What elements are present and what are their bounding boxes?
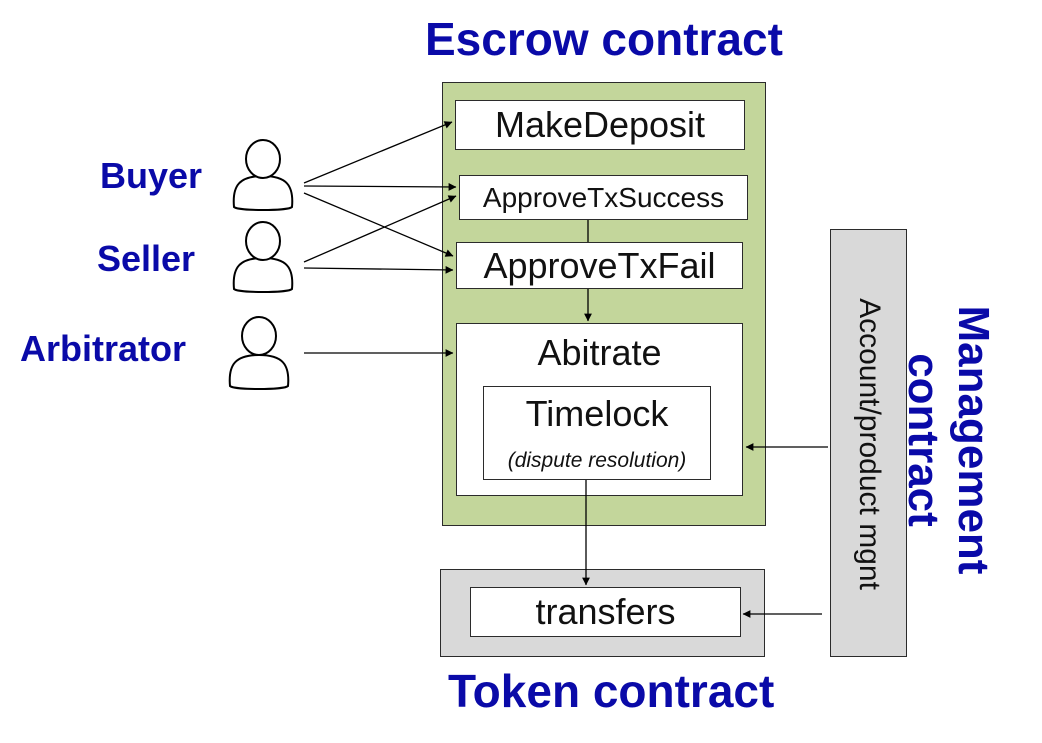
buyer-to-approvefail-arrow xyxy=(303,192,454,257)
seller-to-approvesuccess-arrow xyxy=(303,195,457,263)
buyer-to-makedeposit-arrow xyxy=(303,121,453,184)
approve-tx-success-box[interactable]: ApproveTxSuccess xyxy=(459,175,748,220)
escrow-contract-title: Escrow contract xyxy=(425,13,783,65)
arbitrator-label: Arbitrator xyxy=(20,328,187,369)
timelock-label: Timelock xyxy=(525,393,669,434)
seller-label: Seller xyxy=(97,238,196,279)
approve-tx-fail-box[interactable]: ApproveTxFail xyxy=(456,242,743,289)
timelock-box[interactable]: Timelock (dispute resolution) xyxy=(483,386,711,480)
transfers-box[interactable]: transfers xyxy=(470,587,741,637)
management-contract-box[interactable]: Account/product mgnt xyxy=(830,229,907,657)
buyer-label: Buyer xyxy=(100,155,203,196)
token-contract-title: Token contract xyxy=(448,665,775,717)
seller-to-approvefail-arrow xyxy=(303,266,454,274)
seller-person-icon xyxy=(232,221,294,293)
buyer-person-icon xyxy=(232,139,294,211)
timelock-note: (dispute resolution) xyxy=(507,449,687,472)
buyer-to-approvesuccess-arrow xyxy=(303,183,457,191)
make-deposit-box[interactable]: MakeDeposit xyxy=(455,100,745,150)
arbitrator-person-icon xyxy=(228,316,290,390)
arbitrate-label: Abitrate xyxy=(537,332,662,373)
